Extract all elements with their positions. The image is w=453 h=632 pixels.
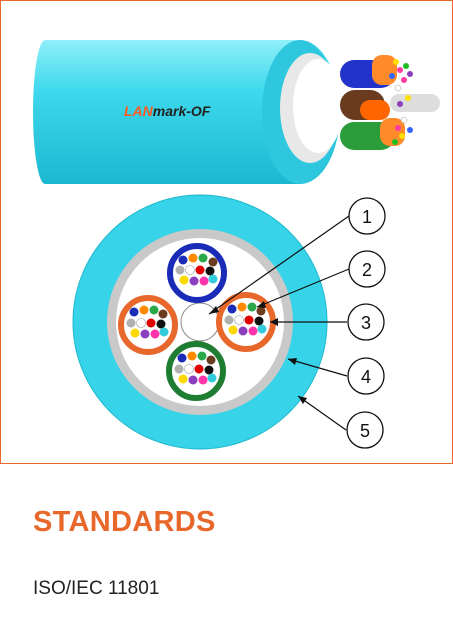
callout-4: 4 [347,357,385,395]
callout-3-label: 3 [361,313,371,333]
cable-illustration: LANmark-OF [33,40,440,450]
callout-1-label: 1 [362,207,372,227]
callout-5: 5 [346,411,384,449]
cable-side-view: LANmark-OF [33,40,440,184]
tube-bottom [166,341,226,401]
callout-1: 1 [348,197,386,235]
callout-4-label: 4 [361,367,371,387]
callout-3: 3 [347,303,385,341]
standards-heading: STANDARDS [33,506,216,538]
callout-5-label: 5 [360,421,370,441]
tube-top [167,243,227,303]
svg-text:LANmark-OF: LANmark-OF [124,103,211,119]
brand-suffix: mark-OF [153,103,211,119]
callout-2-label: 2 [362,260,372,280]
tube-right [216,292,276,352]
callout-arrowheads [209,301,307,404]
brand-prefix: LAN [124,103,154,119]
callout-leaders [208,215,350,431]
tube-left [118,295,178,355]
callout-2: 2 [348,250,386,288]
standard-item: ISO/IEC 11801 [33,578,160,599]
section-divider [0,463,453,464]
cable-cross-section [72,194,328,450]
